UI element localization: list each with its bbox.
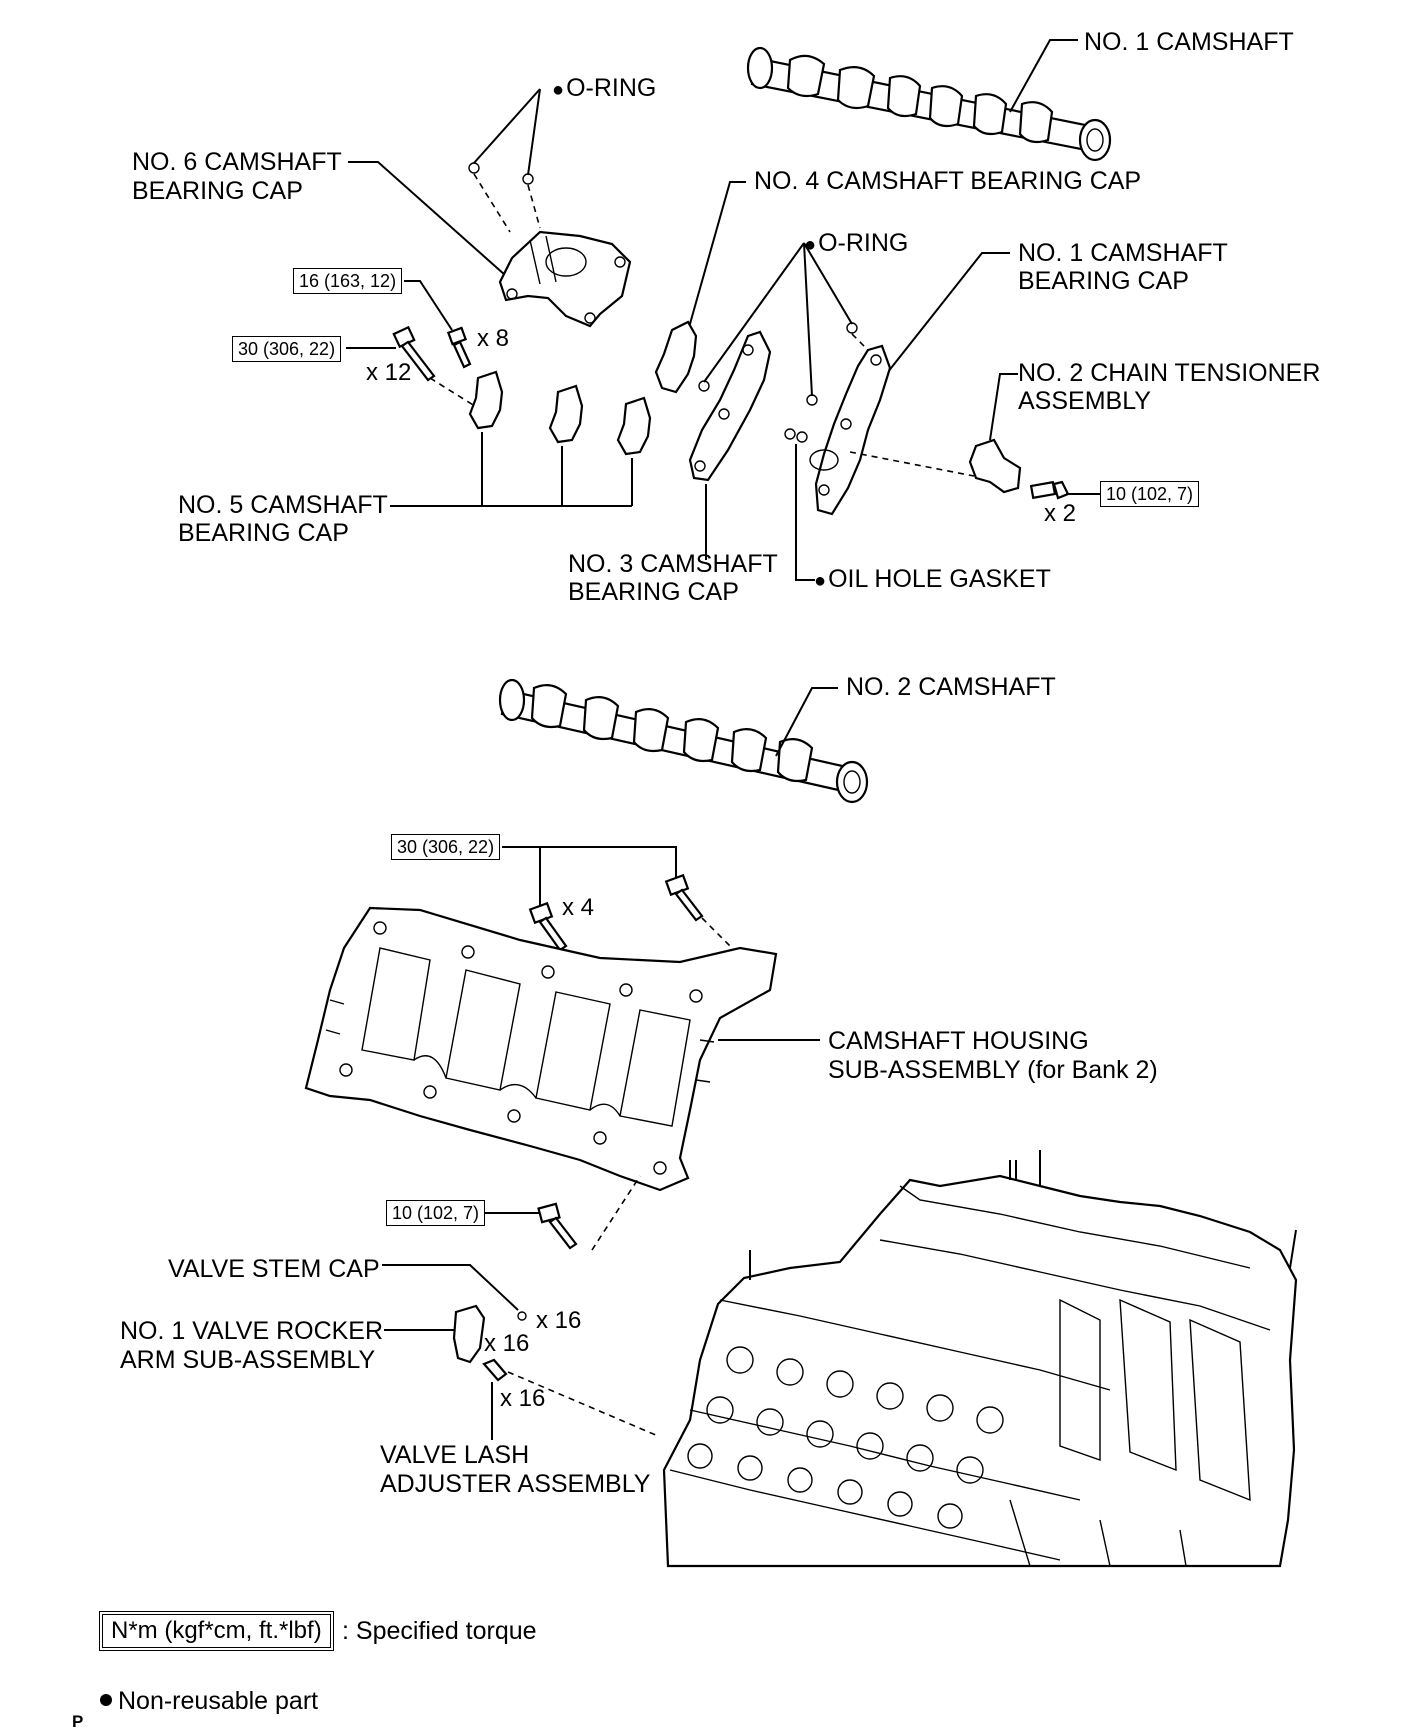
camshaft-housing-drawing (304, 906, 778, 1192)
torque-30-306-22-housing: 30 (306, 22) (391, 834, 501, 860)
legend-torque-text: : Specified torque (342, 1617, 537, 1645)
label-no2-camshaft: NO. 2 CAMSHAFT (846, 673, 1056, 701)
qty-x16-rocker: x 16 (484, 1330, 530, 1357)
label-no2-tensioner-line2: ASSEMBLY (1018, 387, 1151, 415)
qty-x16-valve-stem-cap: x 16 (536, 1307, 582, 1334)
label-oil-hole-gasket: OIL HOLE GASKET (814, 564, 1051, 596)
label-lash-line1: VALVE LASH (380, 1441, 530, 1469)
label-valve-stem-cap: VALVE STEM CAP (168, 1255, 380, 1283)
label-oring-top: O-RING (552, 73, 656, 105)
label-no2-tensioner-line1: NO. 2 CHAIN TENSIONER (1018, 359, 1321, 387)
qty-x8: x 8 (477, 325, 510, 352)
bolt-x8-drawing (446, 326, 472, 369)
label-lash-line2: ADJUSTER ASSEMBLY (380, 1470, 651, 1498)
engine-cylinder-head-drawing (662, 1150, 1298, 1568)
label-rocker-line2: ARM SUB-ASSEMBLY (120, 1346, 376, 1374)
no2-camshaft-drawing (498, 678, 869, 804)
label-no4-cap: NO. 4 CAMSHAFT BEARING CAP (754, 167, 1142, 195)
legend-torque-box: N*m (kgf*cm, ft.*lbf) (99, 1611, 334, 1651)
torque-10-102-7-tensioner: 10 (102, 7) (1100, 481, 1200, 507)
label-no3-cap-line2: BEARING CAP (568, 578, 739, 606)
qty-x12: x 12 (366, 359, 412, 386)
torque-10-102-7-housing: 10 (102, 7) (386, 1200, 486, 1226)
lash-adjuster-drawing (482, 1358, 508, 1382)
no1-camshaft-drawing (746, 46, 1112, 162)
rocker-arm-drawing (452, 1304, 486, 1364)
label-no5-cap-line1: NO. 5 CAMSHAFT (178, 491, 388, 519)
no1-bearing-cap-drawing (809, 344, 892, 516)
no6-bearing-cap-drawing (498, 230, 632, 328)
qty-x2: x 2 (1044, 500, 1077, 527)
label-housing-line2: SUB-ASSEMBLY (for Bank 2) (828, 1056, 1158, 1084)
label-oring-mid: O-RING (804, 228, 908, 260)
legend-nonreusable-text: Non-reusable part (118, 1687, 319, 1715)
label-no6-cap-line1: NO. 6 CAMSHAFT (132, 148, 342, 176)
bolt-x12-drawing (392, 325, 436, 382)
label-no1-cap-line2: BEARING CAP (1018, 267, 1189, 295)
no2-chain-tensioner-drawing (968, 438, 1070, 500)
label-no1-cap-line1: NO. 1 CAMSHAFT (1018, 239, 1228, 267)
qty-x4: x 4 (562, 894, 595, 921)
label-no5-cap-line2: BEARING CAP (178, 519, 349, 547)
page-code: P (72, 1712, 84, 1731)
qty-x16-lash: x 16 (500, 1385, 546, 1412)
label-no6-cap-line2: BEARING CAP (132, 177, 303, 205)
torque-16-163-12: 16 (163, 12) (293, 268, 403, 294)
label-rocker-line1: NO. 1 VALVE ROCKER (120, 1317, 384, 1345)
no4-bearing-cap-drawing (654, 320, 698, 394)
label-no1-camshaft: NO. 1 CAMSHAFT (1084, 28, 1294, 56)
no3-bearing-cap-drawing (688, 330, 772, 482)
label-housing-line1: CAMSHAFT HOUSING (828, 1027, 1089, 1055)
torque-30-306-22-top: 30 (306, 22) (232, 336, 342, 362)
housing-bolts-drawing (528, 873, 704, 952)
no5-bearing-caps-drawing (468, 370, 652, 456)
label-no3-cap-line1: NO. 3 CAMSHAFT (568, 550, 778, 578)
housing-bottom-bolt-drawing (537, 1202, 578, 1250)
